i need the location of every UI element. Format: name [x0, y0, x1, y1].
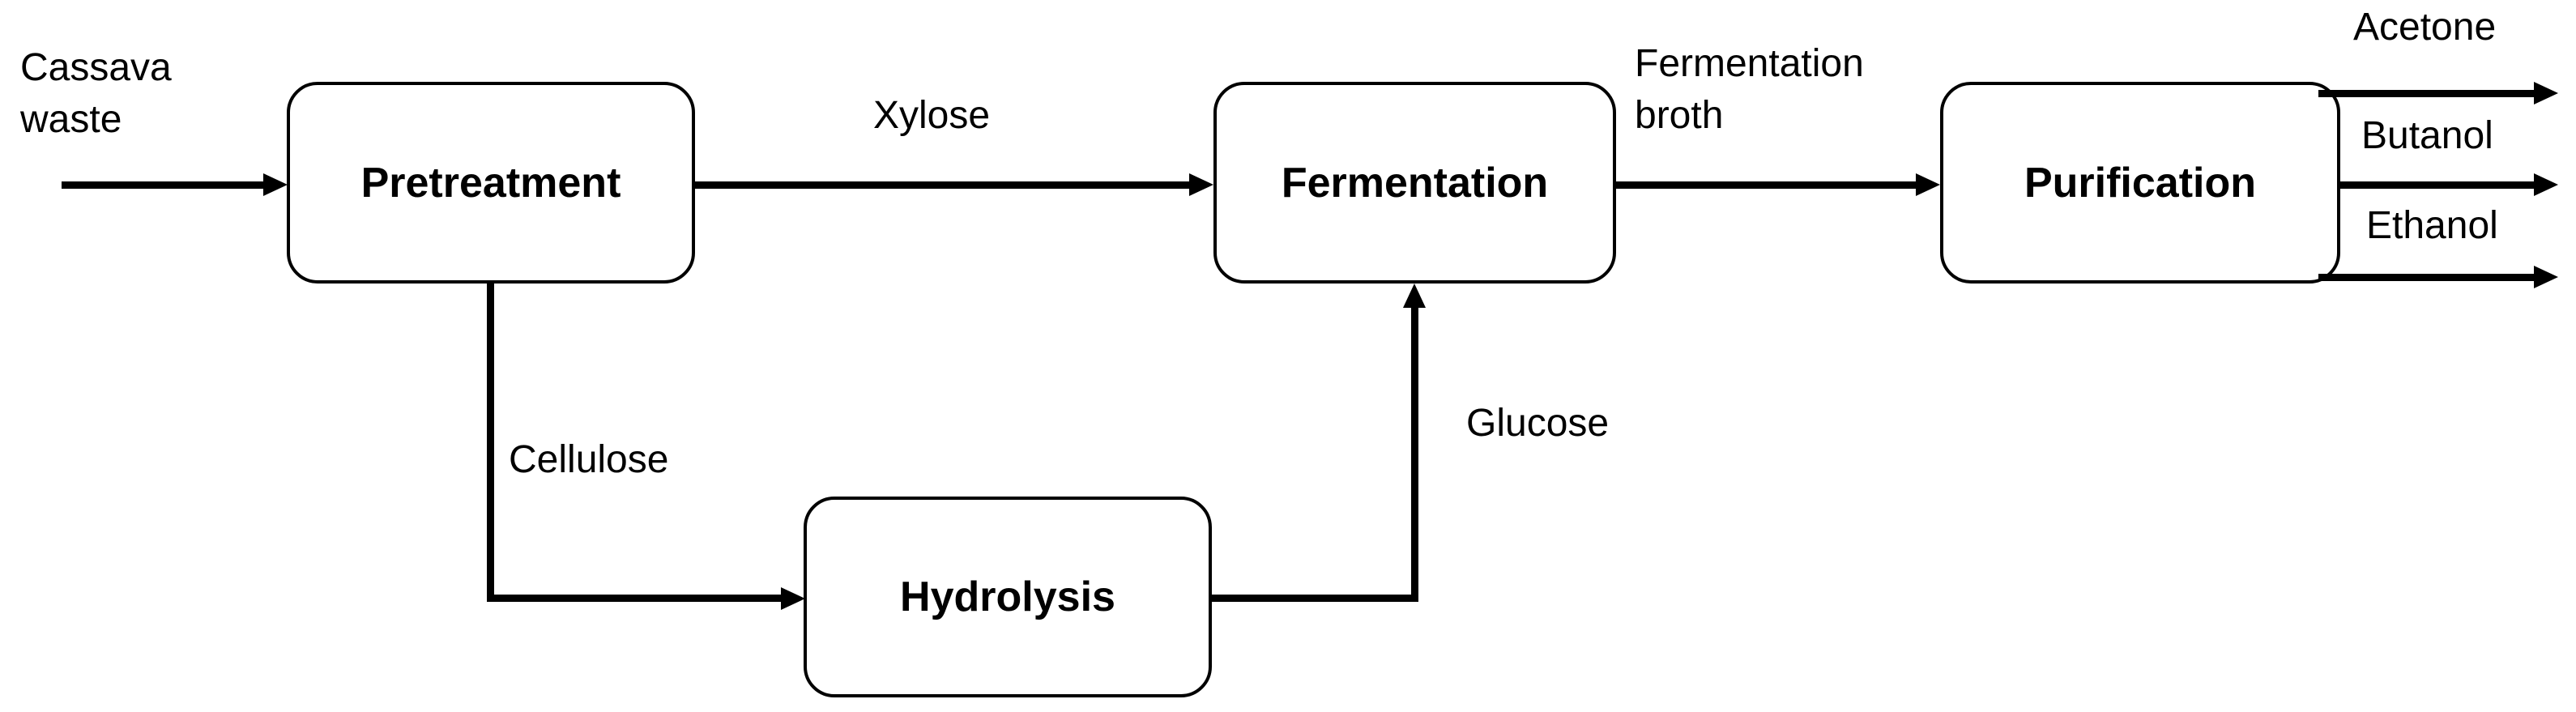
fermentation-broth-label: Fermentation broth [1635, 42, 1864, 137]
arrow-shaft [2318, 90, 2535, 97]
purification-box: Purification [1940, 82, 2340, 284]
arrow-shaft [693, 181, 1191, 189]
arrowhead-right-icon [781, 587, 805, 610]
arrowhead-right-icon [2534, 173, 2558, 196]
ethanol-label: Ethanol [2366, 204, 2498, 247]
hydrolysis-box: Hydrolysis [804, 497, 1212, 697]
arrowhead-right-icon [1189, 173, 1213, 196]
cellulose-label: Cellulose [509, 438, 669, 481]
glucose-label: Glucose [1466, 402, 1610, 445]
hydrolysis-label: Hydrolysis [900, 573, 1115, 620]
arrow-shaft [2337, 181, 2535, 189]
fermentation-label: Fermentation [1281, 159, 1549, 207]
arrowhead-right-icon [1916, 173, 1940, 196]
arrow-shaft [1614, 181, 1917, 189]
arrowhead-up-icon [1403, 284, 1426, 308]
butanol-label: Butanol [2361, 114, 2493, 157]
fermentation-box: Fermentation [1213, 82, 1616, 284]
xylose-label: Xylose [873, 94, 991, 137]
arrow-shaft [62, 181, 265, 189]
cassava-waste-label: Cassava waste [20, 46, 172, 141]
arrow-shaft-horizontal [1210, 595, 1418, 602]
arrow-shaft [2318, 274, 2535, 281]
pretreatment-label: Pretreatment [360, 159, 621, 207]
arrowhead-right-icon [263, 173, 288, 196]
arrow-shaft-vertical [487, 282, 494, 602]
arrow-shaft-horizontal [487, 595, 781, 602]
purification-label: Purification [2024, 159, 2257, 207]
acetone-label: Acetone [2353, 6, 2497, 49]
arrowhead-right-icon [2534, 266, 2558, 288]
pretreatment-box: Pretreatment [287, 82, 695, 284]
arrow-shaft-vertical [1411, 305, 1418, 602]
arrowhead-right-icon [2534, 82, 2558, 104]
